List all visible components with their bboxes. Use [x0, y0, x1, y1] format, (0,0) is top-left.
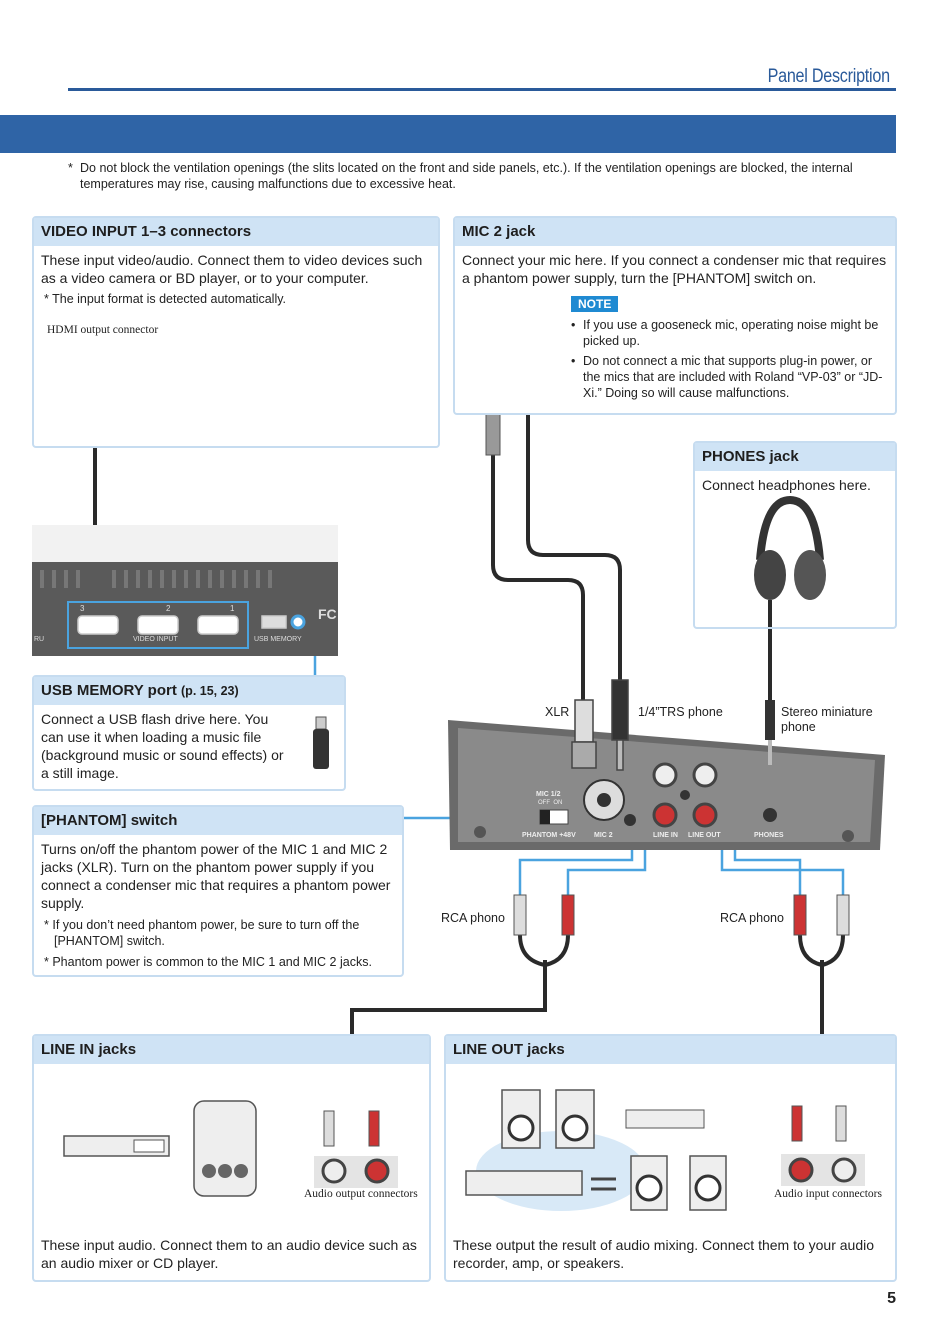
video-input-body: These input video/audio. Connect them to… — [41, 252, 423, 286]
mic12-label: MIC 1/2 — [536, 791, 561, 798]
audio-output-connectors-label: Audio output connectors — [304, 1188, 418, 1200]
usb-memory-body: Connect a USB flash drive here. You can … — [41, 711, 284, 781]
rca-left-label: RCA phono — [441, 911, 505, 925]
phantom-note-1-text: If you don’t need phantom power, be sure… — [52, 918, 360, 948]
device-rear-panel — [32, 525, 338, 656]
header-rule — [68, 88, 896, 91]
line-out-box: LINE OUT jacks Audio input connectors Th… — [444, 1034, 897, 1282]
video-input-panel-label: VIDEO INPUT — [133, 636, 178, 643]
usb-flash-drive-icon — [313, 716, 329, 769]
line-in-body: These input audio. Connect them to an au… — [41, 1237, 417, 1271]
usb-memory-box: USB MEMORY port (p. 15, 23) Connect a US… — [32, 675, 346, 791]
trs-cable — [526, 395, 622, 680]
trs-plug — [611, 679, 629, 771]
port-3-label: 3 — [80, 604, 85, 613]
phones-panel-label: PHONES — [754, 832, 784, 839]
xlr-cable — [491, 455, 585, 700]
note-badge: NOTE — [571, 296, 619, 312]
ventilation-note-text: Do not block the ventilation openings (t… — [80, 161, 853, 191]
phones-body: Connect headphones here. — [702, 477, 871, 493]
headphones-illustration — [754, 495, 826, 600]
section-band — [0, 115, 896, 153]
line-out-body: These output the result of audio mixing.… — [453, 1237, 875, 1271]
phantom-box: [PHANTOM] switch Turns on/off the phanto… — [32, 805, 404, 977]
video-input-title: VIDEO INPUT 1–3 connectors — [34, 218, 438, 246]
device-side-panel — [448, 720, 885, 850]
mic2-box: MIC 2 jack Connect your mic here. If you… — [453, 216, 897, 415]
phantom-body: Turns on/off the phantom power of the MI… — [41, 841, 391, 911]
fc-mark: FC — [318, 606, 337, 622]
line-out-title: LINE OUT jacks — [446, 1036, 895, 1064]
page-section-title: Panel Description — [767, 66, 890, 87]
mic2-bullet: If you use a gooseneck mic, operating no… — [571, 317, 889, 349]
mic2-bullet: Do not connect a mic that supports plug-… — [571, 353, 889, 401]
phantom-note-2-text: Phantom power is common to the MIC 1 and… — [52, 955, 372, 969]
phantom-note-1: * If you don’t need phantom power, be su… — [44, 918, 360, 948]
page-number: 5 — [887, 1290, 896, 1307]
phantom-title: [PHANTOM] switch — [34, 807, 402, 835]
line-out-devices — [465, 1089, 865, 1211]
hdmi-output-label: HDMI output connector — [47, 324, 159, 336]
phones-title: PHONES jack — [695, 443, 895, 471]
ventilation-note: * Do not block the ventilation openings … — [68, 160, 888, 192]
mic2-body: Connect your mic here. If you connect a … — [462, 252, 887, 286]
line-in-box: LINE IN jacks Audio output connectors Th… — [32, 1034, 431, 1282]
mic2-panel-label: MIC 2 — [594, 832, 613, 839]
mic2-title: MIC 2 jack — [455, 218, 895, 246]
line-in-devices — [63, 1100, 398, 1197]
line-in-title: LINE IN jacks — [34, 1036, 429, 1064]
phantom-note-2: * Phantom power is common to the MIC 1 a… — [44, 955, 372, 969]
stereo-mini-label: Stereo miniature phone — [781, 705, 873, 734]
usb-page-ref: (p. 15, 23) — [181, 684, 239, 698]
video-input-box: VIDEO INPUT 1–3 connectors These input v… — [32, 216, 440, 448]
usb-title-text: USB MEMORY port — [41, 682, 177, 699]
stereo-mini-plug — [765, 700, 775, 765]
xlr-label: XLR — [545, 705, 570, 719]
phones-box: PHONES jack Connect headphones here. — [693, 441, 897, 629]
phantom-panel-label: PHANTOM +48V — [522, 832, 576, 839]
ru-label: RU — [34, 636, 45, 643]
audio-input-connectors-label: Audio input connectors — [774, 1188, 882, 1200]
usb-memory-panel-label: USB MEMORY — [254, 636, 302, 643]
trs-label: 1/4”TRS phone — [638, 705, 723, 719]
asterisk: * — [68, 161, 73, 175]
rca-plugs-panel — [513, 894, 850, 936]
port-2-label: 2 — [166, 604, 171, 613]
off-on-label: OFF ON — [538, 800, 563, 806]
rca-right-label: RCA phono — [720, 911, 784, 925]
rca-jacks — [652, 762, 718, 828]
video-input-note: * The input format is detected automatic… — [44, 292, 287, 306]
port-1-label: 1 — [230, 604, 235, 613]
line-out-panel-label: LINE OUT — [688, 832, 721, 839]
usb-memory-title: USB MEMORY port (p. 15, 23) — [34, 677, 344, 705]
line-in-panel-label: LINE IN — [653, 832, 678, 839]
xlr-plug — [571, 699, 597, 769]
